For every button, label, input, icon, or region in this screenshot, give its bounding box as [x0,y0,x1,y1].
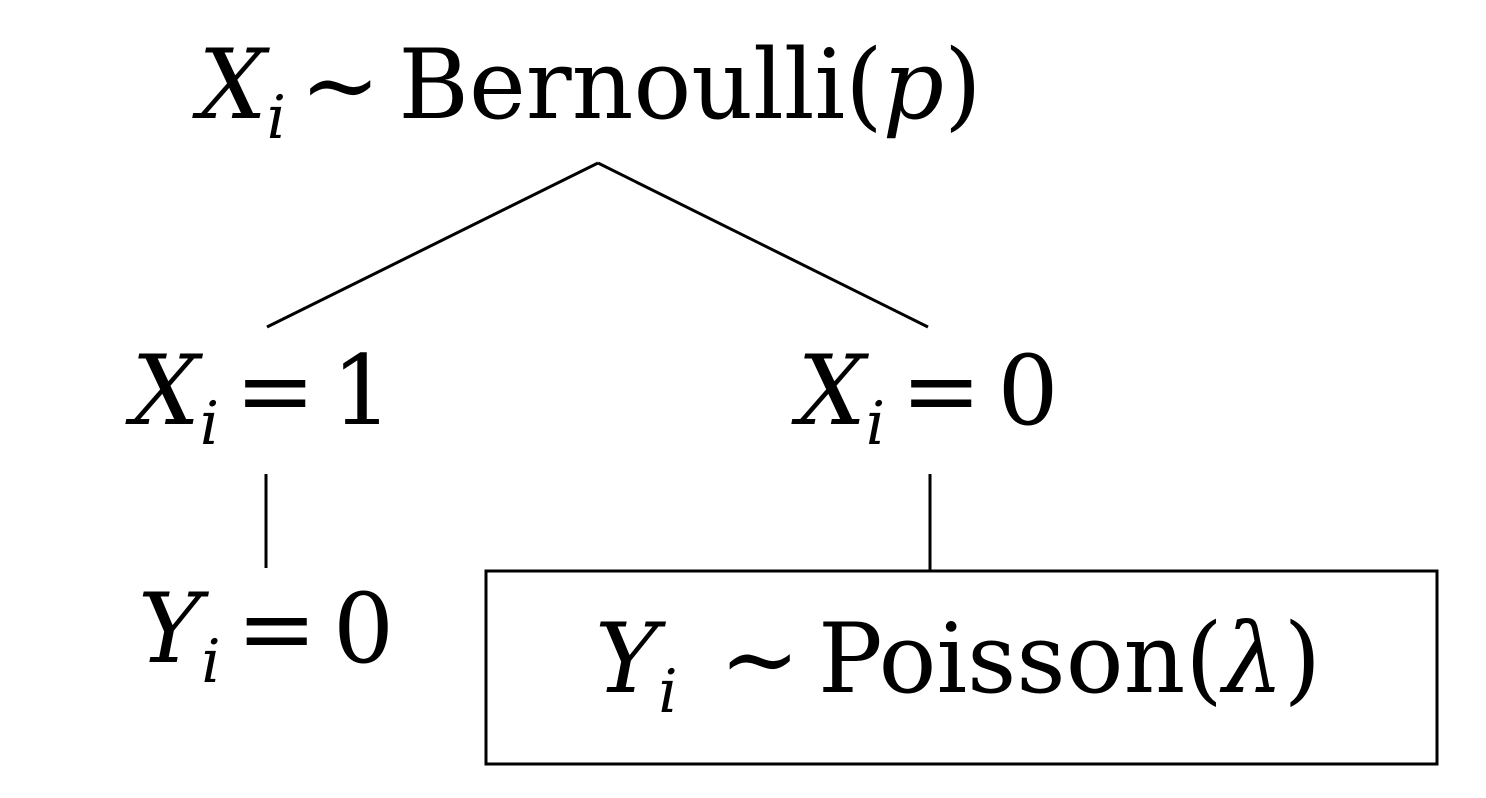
left-leaf-subscript: i [201,627,220,697]
root-open-paren: ( [845,29,882,141]
svg-text:Xi∼Bernoulli(p): Xi∼Bernoulli(p) [191,29,981,153]
right-leaf-subscript: i [658,657,677,727]
node-left-branch: Xi=1 [124,335,392,459]
right-leaf-distribution: Poisson [818,603,1185,715]
node-right-branch: Xi=0 [790,335,1058,459]
root-distribution: Bernoulli [398,29,845,141]
left-leaf-value: 0 [333,573,394,685]
poisson-box [484,569,1439,766]
svg-text:Xi=0: Xi=0 [790,335,1058,459]
right-branch-variable: X [790,335,869,447]
left-leaf-variable: Y [138,573,210,685]
right-leaf-relation: ∼ [720,603,800,715]
edge-root-to-right [597,161,929,329]
node-right-leaf: Yi ∼Poisson(λ) [595,603,1321,727]
root-relation: ∼ [300,29,380,141]
svg-text:Yi∼Poisson(λ): Yi ∼Poisson(λ) [595,603,1321,727]
right-leaf-variable: Y [595,603,667,715]
left-branch-subscript: i [200,389,219,459]
right-branch-subscript: i [866,389,885,459]
left-branch-relation: = [235,335,315,447]
svg-text:Xi=1: Xi=1 [124,335,392,459]
right-branch-value: 0 [997,335,1058,447]
node-root: Xi∼Bernoulli(p) [191,29,981,153]
right-leaf-close-paren: ) [1284,603,1321,715]
left-leaf-relation: = [237,573,317,685]
root-parameter: p [883,29,944,141]
right-leaf-open-paren: ( [1185,603,1222,715]
left-branch-variable: X [124,335,203,447]
right-branch-relation: = [901,335,981,447]
root-variable: X [191,29,270,141]
node-left-leaf: Yi=0 [138,573,394,697]
right-leaf-parameter: λ [1219,603,1284,715]
root-subscript: i [267,83,286,153]
edge-root-to-left [266,161,599,329]
root-close-paren: ) [944,29,981,141]
left-branch-value: 1 [331,335,392,447]
svg-text:Yi=0: Yi=0 [138,573,394,697]
